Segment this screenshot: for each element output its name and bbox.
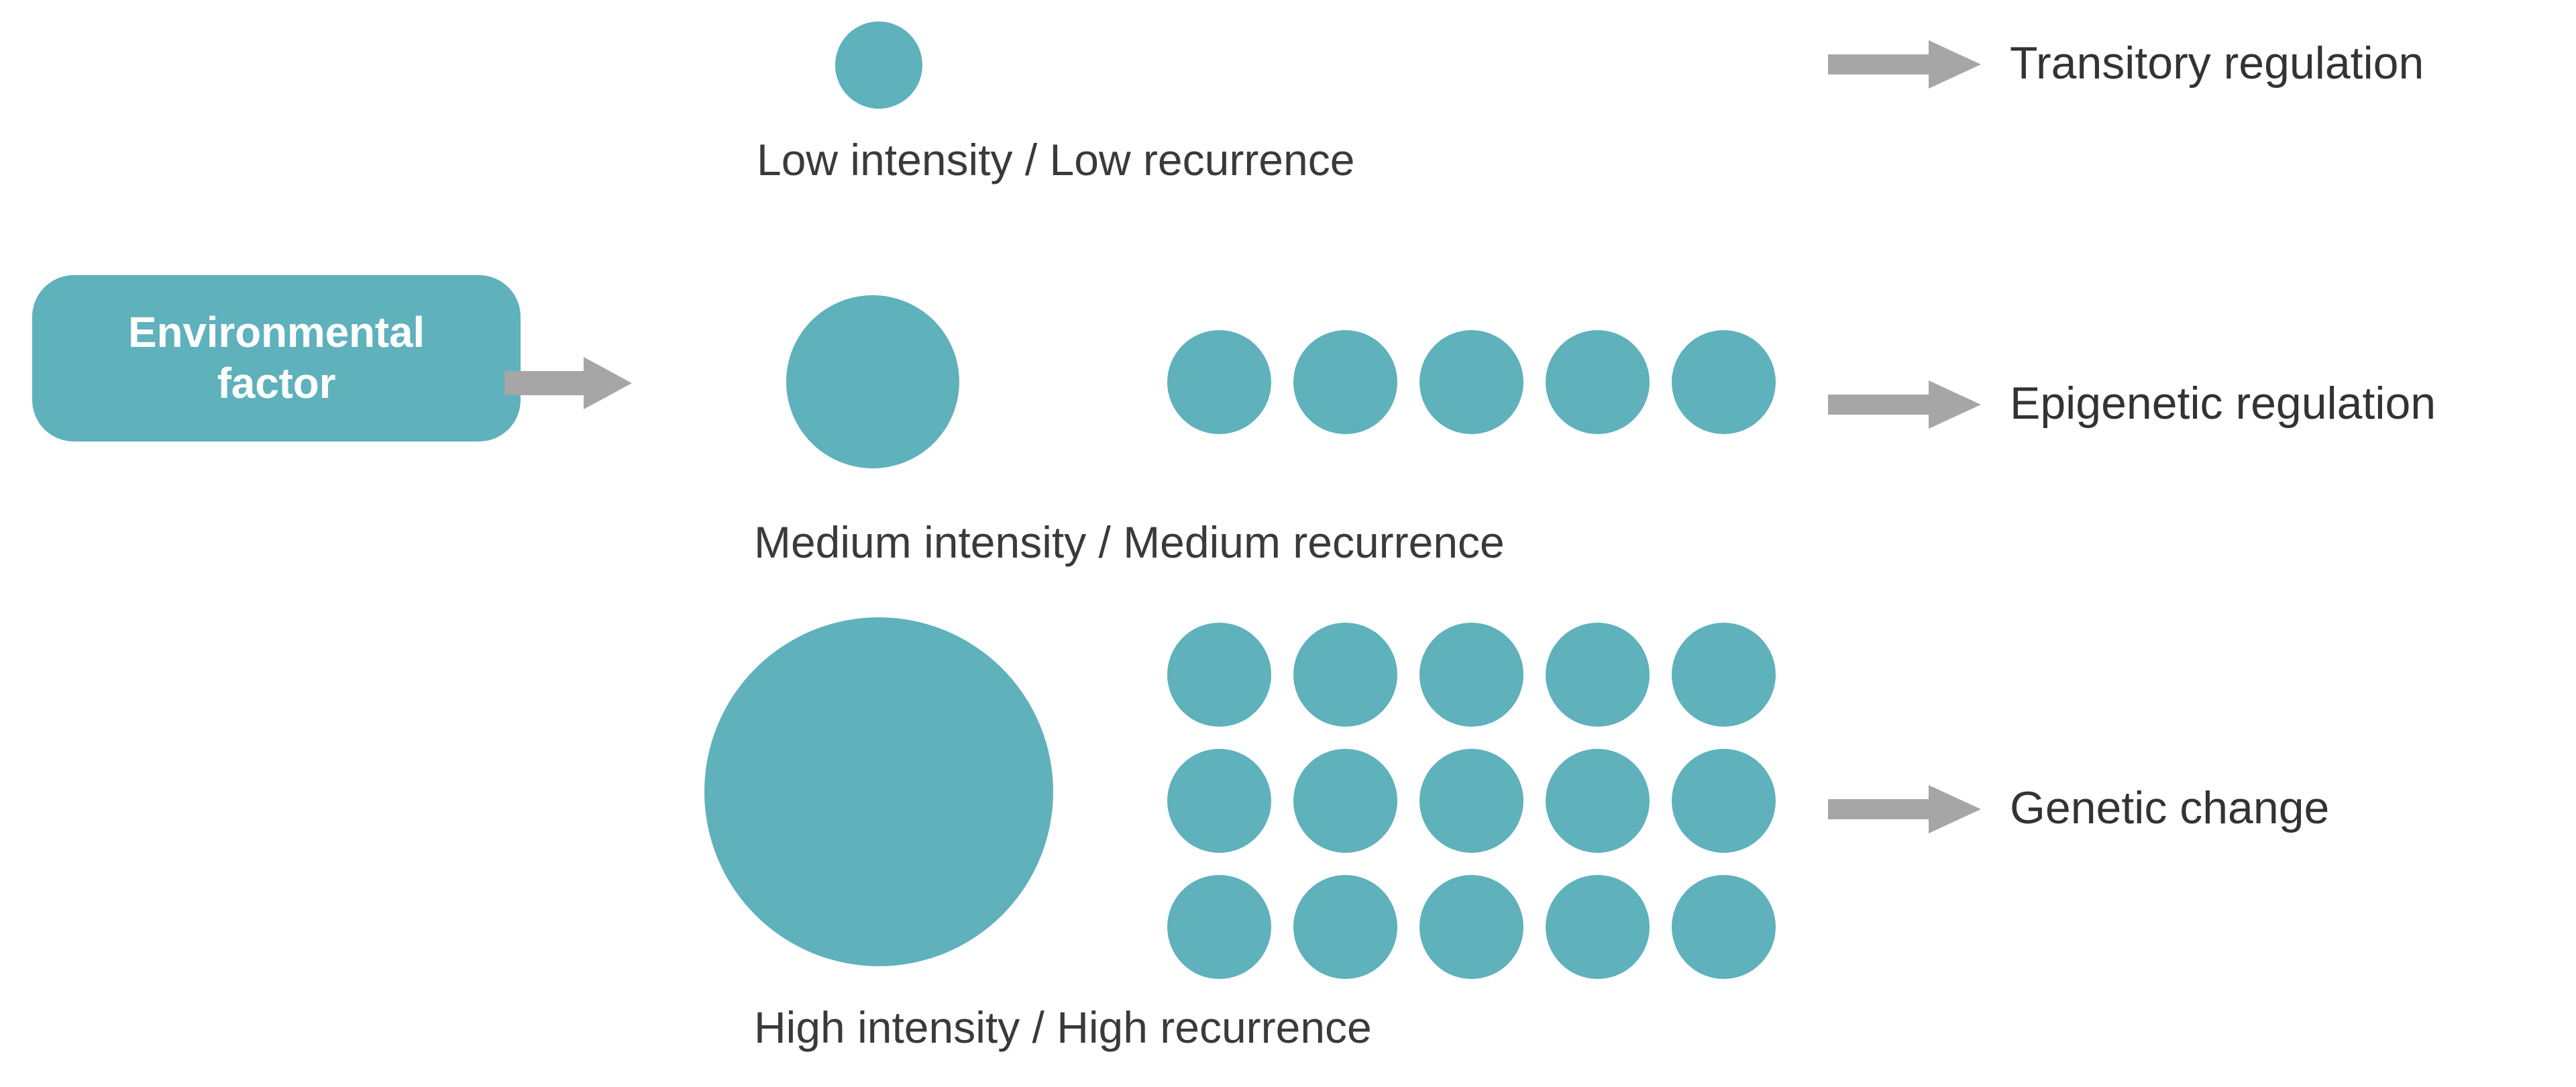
recurrence-dot-grid-high xyxy=(1167,623,1776,979)
recurrence-dot xyxy=(1293,875,1397,979)
intensity-circle-high xyxy=(704,617,1053,966)
outcome-arrow-genetic-icon xyxy=(1828,784,1981,835)
recurrence-dot xyxy=(1167,623,1271,727)
outcome-arrow-transitory-icon xyxy=(1828,39,1981,90)
source-to-intensity-arrow-icon xyxy=(504,356,632,411)
recurrence-dot-grid-medium xyxy=(1167,330,1776,434)
recurrence-dot xyxy=(1419,875,1523,979)
recurrence-dot xyxy=(1167,749,1271,853)
environmental-factor-label: Environmental factor xyxy=(128,308,425,407)
recurrence-dot xyxy=(1293,749,1397,853)
recurrence-dot xyxy=(1672,875,1776,979)
caption-low: Low intensity / Low recurrence xyxy=(757,135,1355,185)
recurrence-dot xyxy=(1672,330,1776,434)
caption-medium: Medium intensity / Medium recurrence xyxy=(754,517,1505,567)
outcome-arrow-epigenetic-icon xyxy=(1828,379,1981,430)
environmental-factor-node[interactable]: Environmental factor xyxy=(32,275,521,442)
outcome-label-genetic: Genetic change xyxy=(2010,782,2330,833)
recurrence-dot xyxy=(1167,875,1271,979)
recurrence-dot xyxy=(1546,623,1650,727)
recurrence-dot xyxy=(1546,749,1650,853)
recurrence-dot xyxy=(1672,749,1776,853)
recurrence-dot xyxy=(1672,623,1776,727)
caption-high: High intensity / High recurrence xyxy=(754,1002,1372,1052)
intensity-circle-low xyxy=(835,21,922,109)
recurrence-dot xyxy=(1419,623,1523,727)
intensity-circle-medium xyxy=(786,295,959,468)
recurrence-dot xyxy=(1419,330,1523,434)
recurrence-dot xyxy=(1293,330,1397,434)
recurrence-dot xyxy=(1546,330,1650,434)
recurrence-dot xyxy=(1167,330,1271,434)
outcome-label-epigenetic: Epigenetic regulation xyxy=(2010,378,2436,429)
recurrence-dot xyxy=(1546,875,1650,979)
outcome-label-transitory: Transitory regulation xyxy=(2010,38,2424,89)
recurrence-dot xyxy=(1293,623,1397,727)
recurrence-dot xyxy=(1419,749,1523,853)
